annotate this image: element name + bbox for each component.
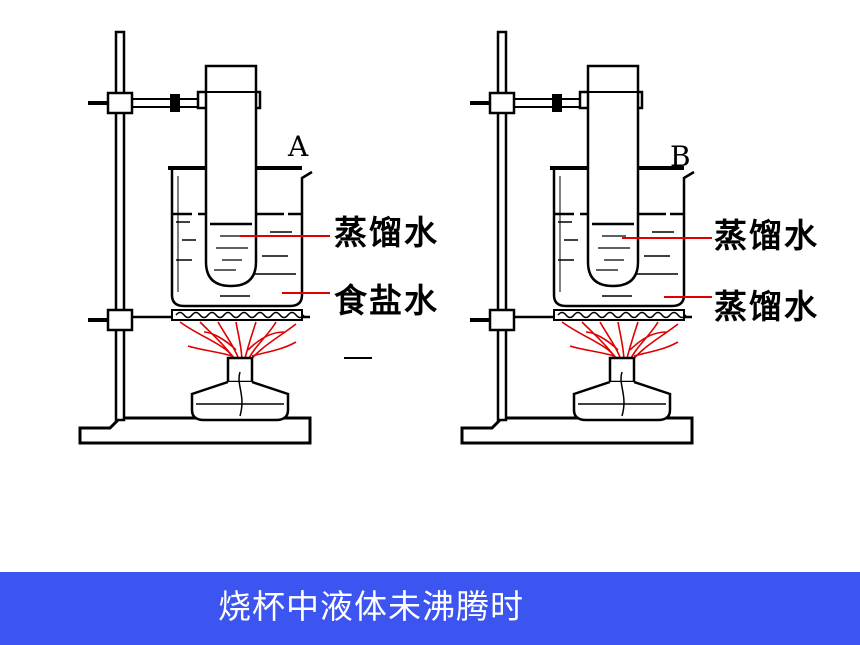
test-tube-b	[586, 64, 640, 288]
inner-liquid-label-a: 蒸馏水	[334, 213, 439, 252]
setup-tag-b: B	[670, 140, 691, 173]
outer-liquid-label-a: 食盐水	[334, 281, 439, 320]
caption-text: 烧杯中液体未沸腾时	[218, 587, 524, 626]
stand-base-a	[78, 416, 312, 445]
alcohol-lamp-a	[190, 356, 290, 422]
test-tube-a	[204, 64, 258, 288]
apparatus-b	[460, 30, 712, 445]
outer-liquid-label-b: 蒸馏水	[714, 287, 819, 326]
wire-gauze-a	[171, 309, 305, 321]
caption-banner	[0, 572, 860, 645]
apparatus-a	[78, 30, 330, 445]
wire-gauze-b	[553, 309, 687, 321]
alcohol-lamp-b	[572, 356, 672, 422]
stand-rod-b	[496, 30, 508, 422]
stand-base-b	[460, 416, 694, 445]
experiment-diagram	[78, 30, 712, 445]
stand-rod-a	[114, 30, 126, 422]
setup-tag-a: A	[288, 130, 309, 163]
inner-liquid-label-b: 蒸馏水	[714, 216, 819, 255]
